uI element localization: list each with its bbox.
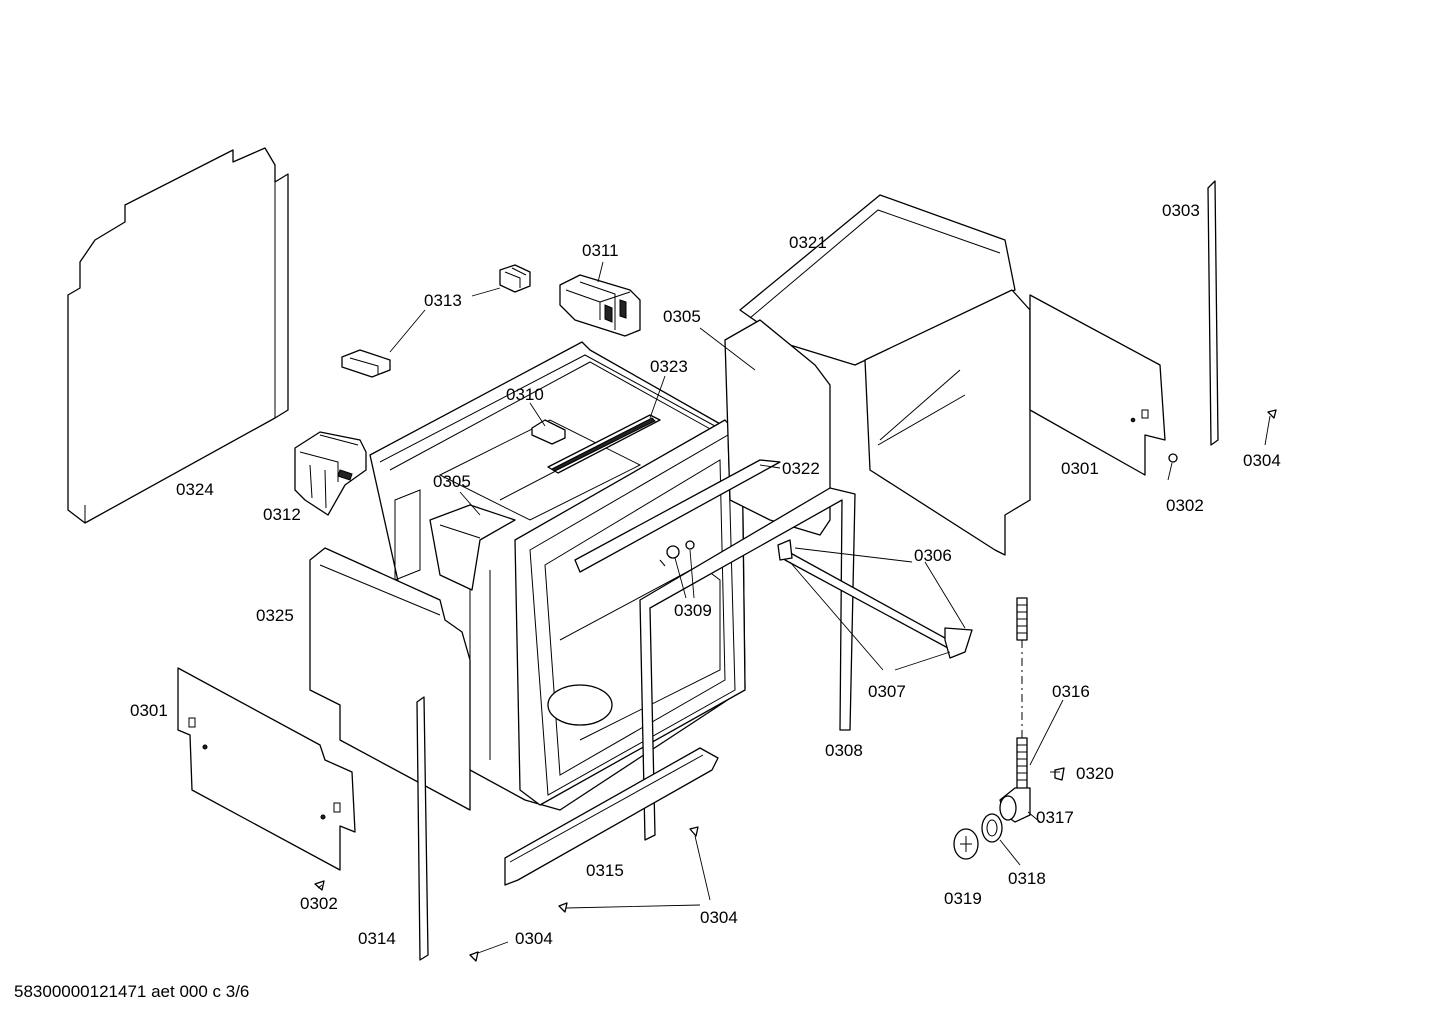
label-0305-upper: 0305 bbox=[663, 307, 701, 326]
label-0311: 0311 bbox=[582, 241, 619, 260]
part-0318-ring bbox=[981, 813, 1003, 843]
label-0307: 0307 bbox=[868, 682, 906, 701]
part-0304-screw-3 bbox=[469, 951, 479, 962]
part-0304-screw-2 bbox=[558, 902, 568, 913]
label-0317: 0317 bbox=[1036, 808, 1074, 827]
part-0321-side-wall bbox=[724, 194, 1031, 556]
part-0304-screw-1 bbox=[689, 826, 699, 837]
label-0302-left: 0302 bbox=[300, 894, 338, 913]
label-0314: 0314 bbox=[358, 929, 396, 948]
part-0317-elbow bbox=[999, 787, 1031, 823]
part-0301-panel-right bbox=[1029, 294, 1166, 476]
label-0304-bottom: 0304 bbox=[700, 908, 738, 927]
label-0301-left: 0301 bbox=[130, 701, 168, 720]
part-0322-seal bbox=[574, 459, 781, 573]
label-0321: 0321 bbox=[789, 233, 827, 252]
part-0320-screw bbox=[1054, 767, 1065, 781]
label-0315: 0315 bbox=[586, 861, 624, 880]
label-0312: 0312 bbox=[263, 505, 301, 524]
part-labels: 0324 0313 0311 0312 0310 0323 0305 0305 … bbox=[130, 201, 1281, 948]
part-0319-cap bbox=[953, 828, 979, 860]
part-0308-gasket bbox=[639, 487, 856, 841]
part-0323-strip bbox=[547, 414, 661, 474]
part-0313-brackets bbox=[341, 264, 531, 378]
label-0302-right: 0302 bbox=[1166, 496, 1204, 515]
part-0302-screw-left bbox=[314, 880, 325, 891]
label-0325: 0325 bbox=[256, 606, 294, 625]
label-0306: 0306 bbox=[914, 546, 952, 565]
part-0305-cover-left bbox=[429, 504, 516, 591]
label-0322: 0322 bbox=[782, 459, 820, 478]
part-0312-hinge-block bbox=[294, 431, 367, 516]
part-0311-hinge-block bbox=[559, 274, 641, 337]
label-0303: 0303 bbox=[1162, 201, 1200, 220]
label-0324: 0324 bbox=[176, 480, 214, 499]
label-0323: 0323 bbox=[650, 357, 688, 376]
label-0304-right: 0304 bbox=[1243, 451, 1281, 470]
footer-document-id: 58300000121471 aet 000 c 3/6 bbox=[14, 982, 249, 1001]
part-0303-strip bbox=[1207, 180, 1219, 446]
label-0301-right: 0301 bbox=[1061, 459, 1099, 478]
label-0309: 0309 bbox=[674, 601, 712, 620]
label-0319: 0319 bbox=[944, 889, 982, 908]
label-0320: 0320 bbox=[1076, 764, 1114, 783]
part-0304-screw-right bbox=[1267, 409, 1277, 419]
part-0315-rail bbox=[504, 747, 719, 886]
part-0325-panel bbox=[309, 547, 471, 811]
part-0302-screw-right bbox=[1168, 453, 1178, 463]
part-0310-clip bbox=[531, 419, 566, 445]
label-0313: 0313 bbox=[424, 291, 462, 310]
label-0310: 0310 bbox=[506, 385, 544, 404]
part-0306-bar bbox=[777, 539, 973, 659]
part-0324-side-panel bbox=[67, 147, 289, 524]
label-0304-bottom-left: 0304 bbox=[515, 929, 553, 948]
label-0316: 0316 bbox=[1052, 682, 1090, 701]
part-0301-panel-left bbox=[177, 667, 356, 871]
part-0309-washers bbox=[659, 540, 695, 567]
label-0305-lower: 0305 bbox=[433, 472, 471, 491]
part-0314-strip bbox=[416, 696, 429, 961]
part-0316-hose-parts bbox=[1016, 597, 1028, 791]
label-0308: 0308 bbox=[825, 741, 863, 760]
leader-lines bbox=[317, 261, 1271, 954]
label-0318: 0318 bbox=[1008, 869, 1046, 888]
